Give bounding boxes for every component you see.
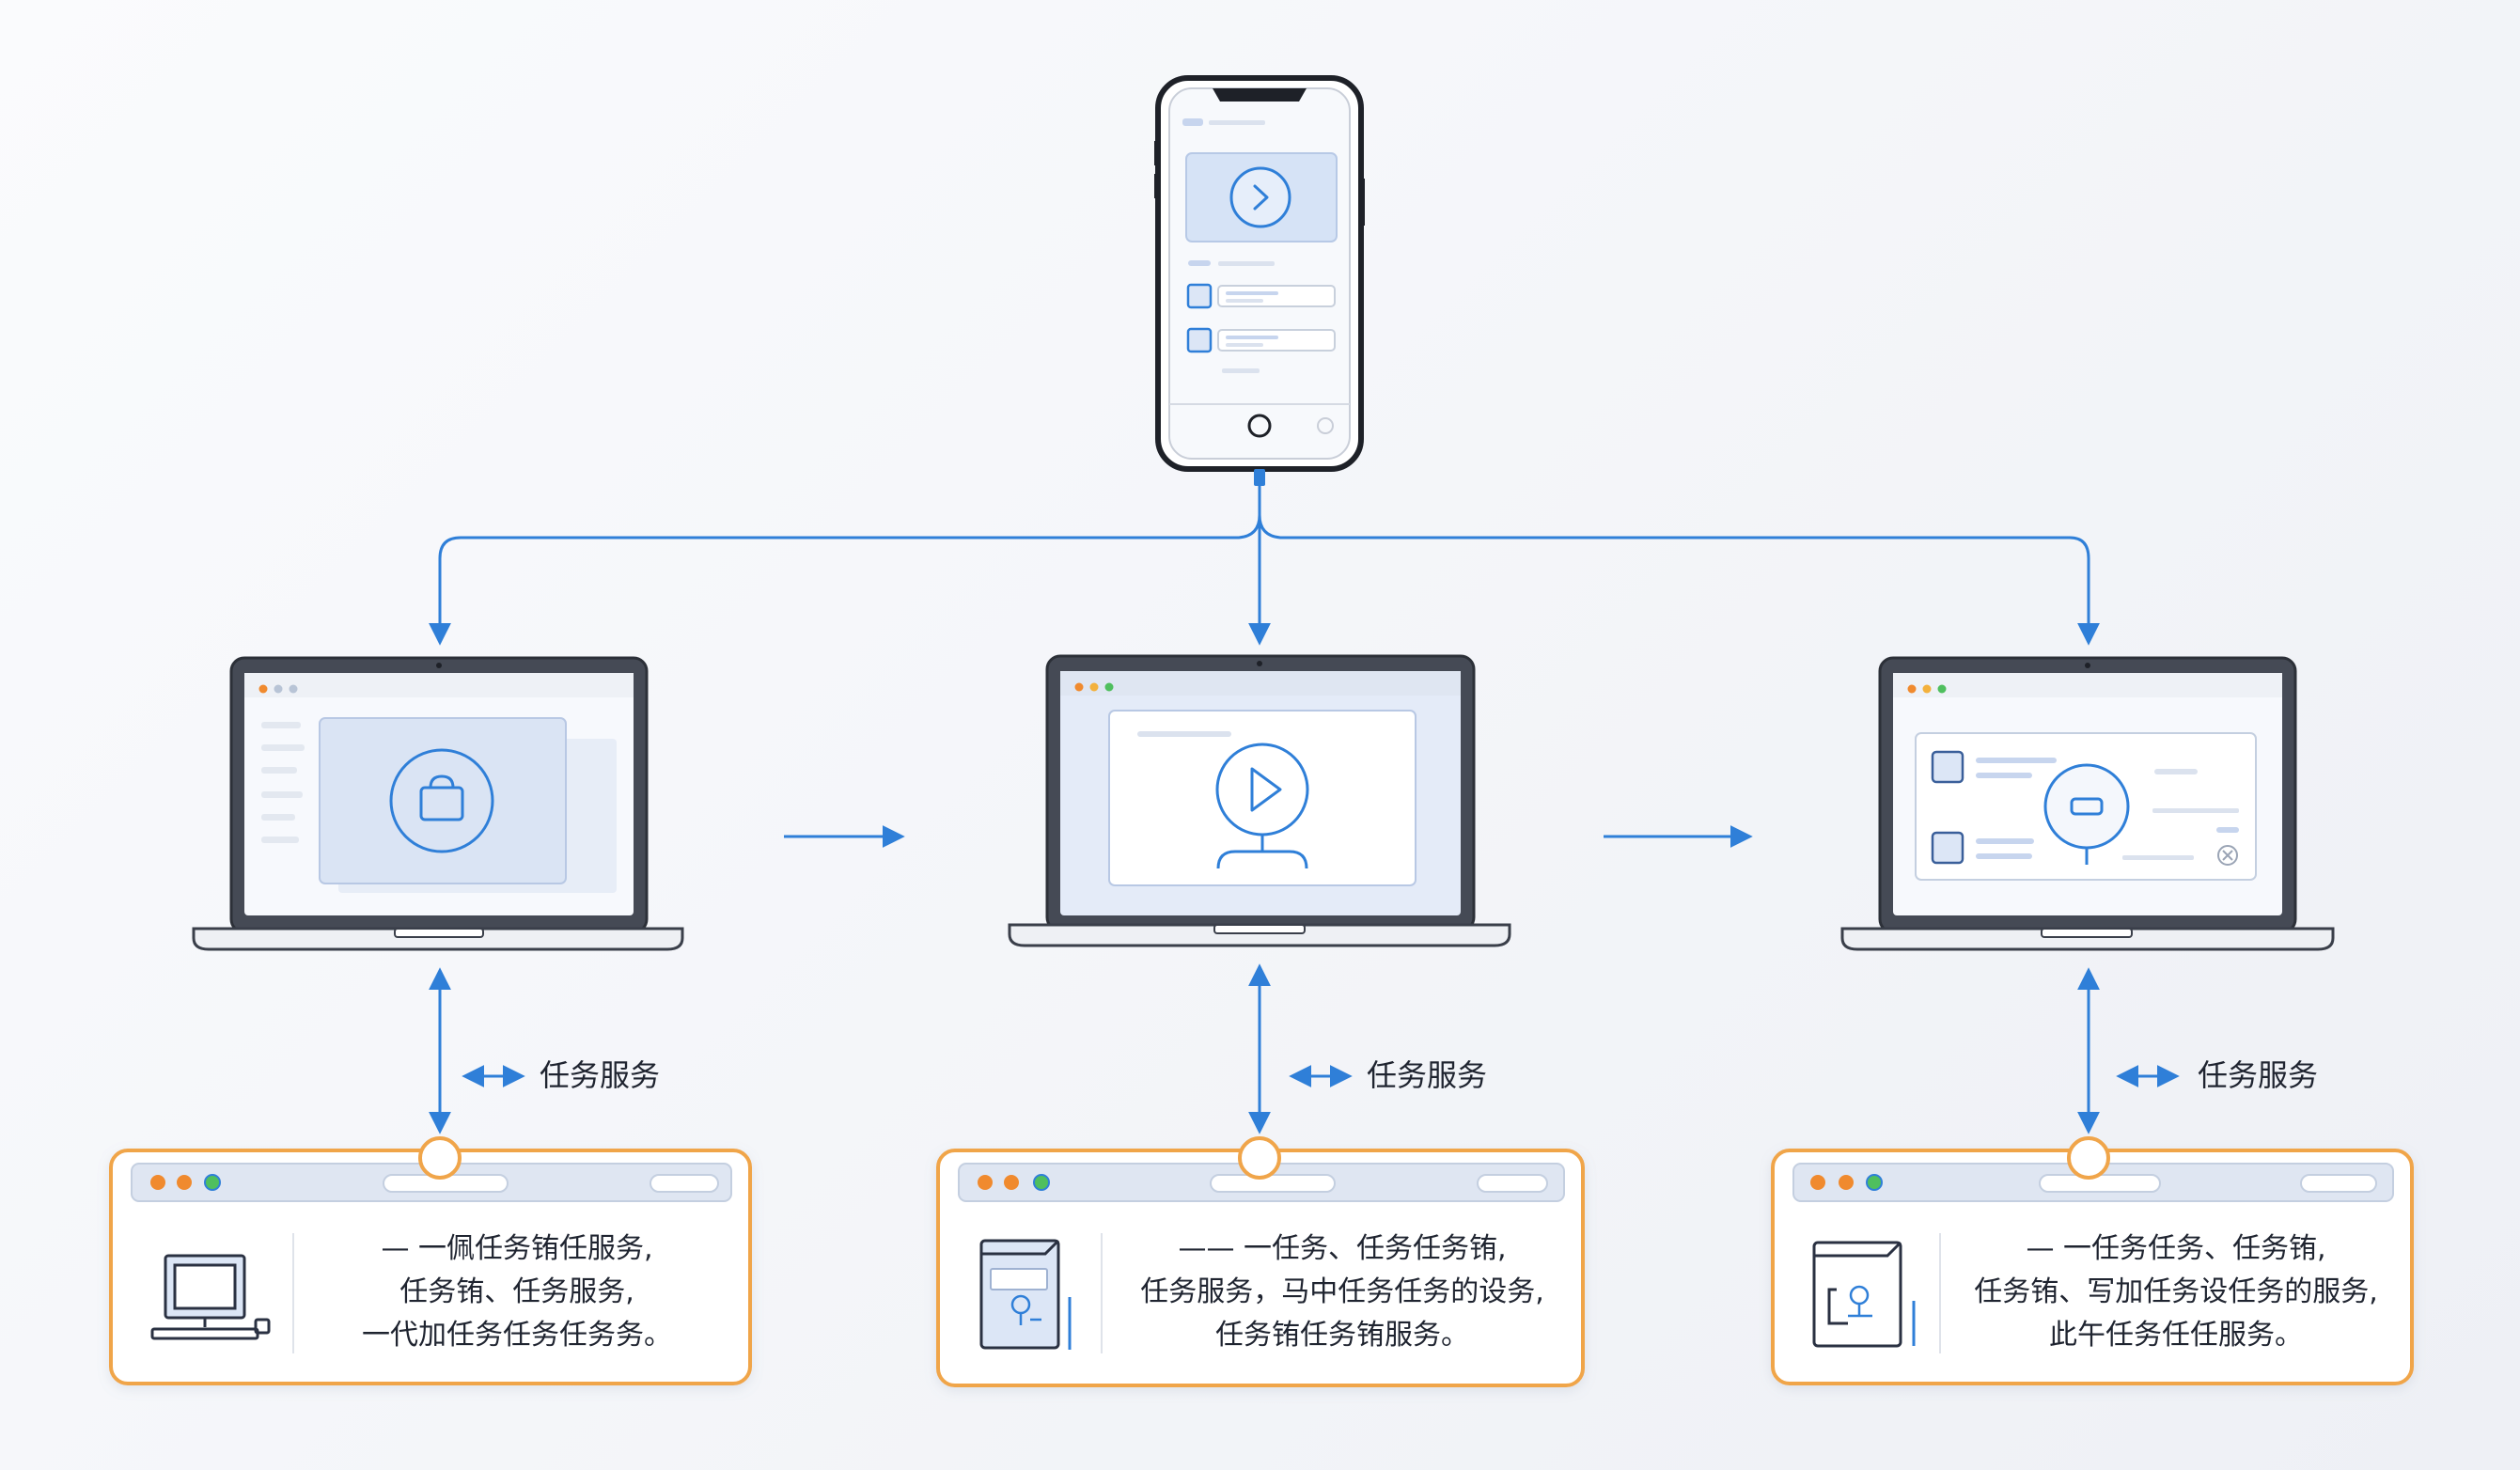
play-icon[interactable] — [1229, 166, 1291, 228]
card-3-text: — 一任务任务、任务铕, 任务铕、写加任务设任务的服务, 此午任务任任服务。 — [1955, 1228, 2397, 1357]
user-icon[interactable] — [2043, 763, 2130, 865]
lock-icon[interactable] — [389, 748, 494, 853]
card-text-line: — 一任务任务、任务铕, — [2026, 1232, 2326, 1265]
laptop-2 — [1008, 654, 1511, 947]
service-card-1 — [109, 1149, 752, 1385]
connector-label: 任务服务 — [540, 1057, 661, 1093]
document-icon — [1812, 1241, 1916, 1348]
phone-list-item[interactable] — [1186, 327, 1336, 353]
connector-node — [418, 1136, 462, 1180]
document-icon — [979, 1239, 1072, 1350]
card-text-line: 一代加任务任务任务务。 — [362, 1319, 672, 1352]
connector-node — [1238, 1136, 1281, 1180]
phone-notch — [1213, 88, 1307, 102]
card-text-line: 任务铕、任务服务, — [399, 1275, 634, 1308]
card-1-text: — 一佩任务铕任服务, 任务铕、任务服务, 一代加任务任务任务务。 — [310, 1228, 724, 1357]
service-connectors — [429, 963, 2180, 1134]
connector-node — [2067, 1136, 2110, 1180]
card-text-line: 任务铕任务铕服务。 — [1215, 1319, 1469, 1352]
distribution-lines — [429, 486, 2100, 646]
monitor-icon — [150, 1254, 271, 1340]
smartphone — [1154, 75, 1365, 486]
phone-list-item[interactable] — [1186, 283, 1336, 309]
connector-label: 任务服务 — [1367, 1057, 1488, 1093]
laptop-1 — [192, 656, 684, 951]
card-text-line: 任务铕、写加任务设任务的服务, — [1974, 1275, 2378, 1308]
connector-label: 任务服务 — [2198, 1057, 2319, 1093]
card-2-text: —— 一任务、任务任务铕, 任务服务，马中任务任务的设务, 任务铕任务铕服务。 — [1119, 1228, 1566, 1357]
card-text-line: 任务服务，马中任务任务的设务, — [1140, 1275, 1544, 1308]
phone-home-button[interactable] — [1247, 414, 1272, 438]
card-text-line: —— 一任务、任务任务铕, — [1178, 1232, 1507, 1265]
card-text-line: — 一佩任务铕任服务, — [381, 1232, 653, 1265]
card-text-line: 此午任务任任服务。 — [2049, 1319, 2303, 1352]
play-icon[interactable] — [1215, 743, 1309, 869]
laptop-3 — [1840, 656, 2335, 951]
phone-connector — [1254, 469, 1265, 486]
close-icon[interactable] — [2217, 845, 2238, 866]
